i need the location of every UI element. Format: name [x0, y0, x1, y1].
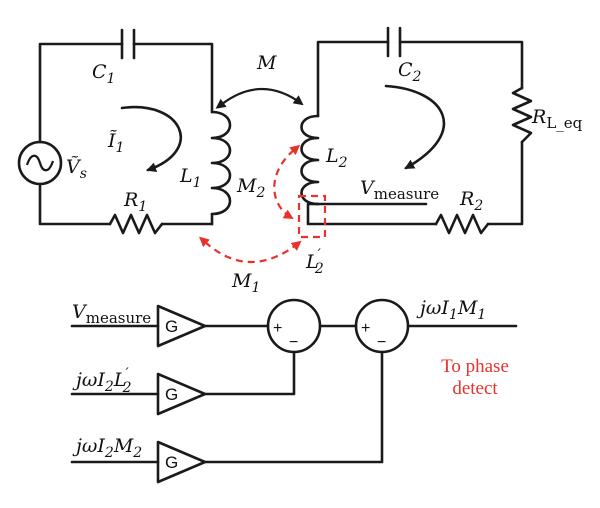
capacitor-c2	[386, 26, 402, 58]
current-arrow-i2	[384, 84, 446, 170]
resistor-r1	[108, 213, 164, 235]
label-m1: M1	[231, 270, 260, 296]
capacitor-c1	[120, 28, 136, 60]
block-output-m1: jωI1M1	[416, 297, 486, 323]
resistor-rl	[511, 86, 533, 144]
inductor-l1	[210, 110, 232, 216]
resistor-r2	[434, 213, 490, 235]
summing-junction-2	[354, 298, 410, 354]
label-i1: Ĩ1	[107, 130, 124, 156]
label-rl: RL_eq	[531, 106, 583, 132]
gain-block-2	[156, 372, 207, 416]
gain-label-3: G	[165, 453, 178, 472]
sum2-minus: −	[377, 334, 386, 351]
label-r1: R1	[123, 189, 147, 215]
highlight-box-l2-prime	[297, 194, 327, 239]
primary-loop	[38, 42, 214, 226]
block-input-l2-prime: jωI2L′2	[72, 366, 132, 396]
block-wires	[70, 324, 518, 464]
block-input-vmeasure: Vmeasure	[72, 301, 151, 327]
coupling-arrow-m1	[199, 236, 302, 263]
summing-junction-1	[266, 298, 322, 354]
phase-detect-note-line1: To phase	[441, 356, 509, 377]
label-c1: C1	[92, 61, 115, 87]
label-m2: M2	[236, 175, 265, 201]
label-l1: L1	[179, 165, 202, 191]
sum1-minus: −	[289, 334, 298, 351]
label-c2: C2	[398, 59, 422, 85]
label-l2-prime: L′2	[305, 247, 324, 277]
label-r2: R2	[459, 188, 483, 214]
gain-label-2: G	[165, 385, 178, 404]
label-vmeasure: Vmeasure	[360, 177, 439, 203]
sum1-plus: +	[273, 320, 282, 337]
mutual-arrow-m	[215, 87, 304, 109]
gain-block-3	[156, 440, 207, 484]
secondary-loop	[306, 40, 524, 226]
gain-block-1	[156, 304, 207, 348]
inductor-l2	[300, 114, 320, 206]
label-vs: Ṽs	[66, 156, 87, 182]
block-input-m2: jωI2M2	[72, 435, 142, 461]
current-arrow-i1	[120, 105, 182, 173]
label-l2: L2	[325, 145, 348, 171]
phase-detect-note-line2: detect	[452, 378, 498, 399]
voltage-source	[17, 140, 63, 186]
coupling-arrow-m2	[273, 144, 301, 220]
label-mutual: M	[256, 52, 277, 74]
sum2-plus: +	[361, 320, 370, 337]
gain-label-1: G	[165, 317, 178, 336]
